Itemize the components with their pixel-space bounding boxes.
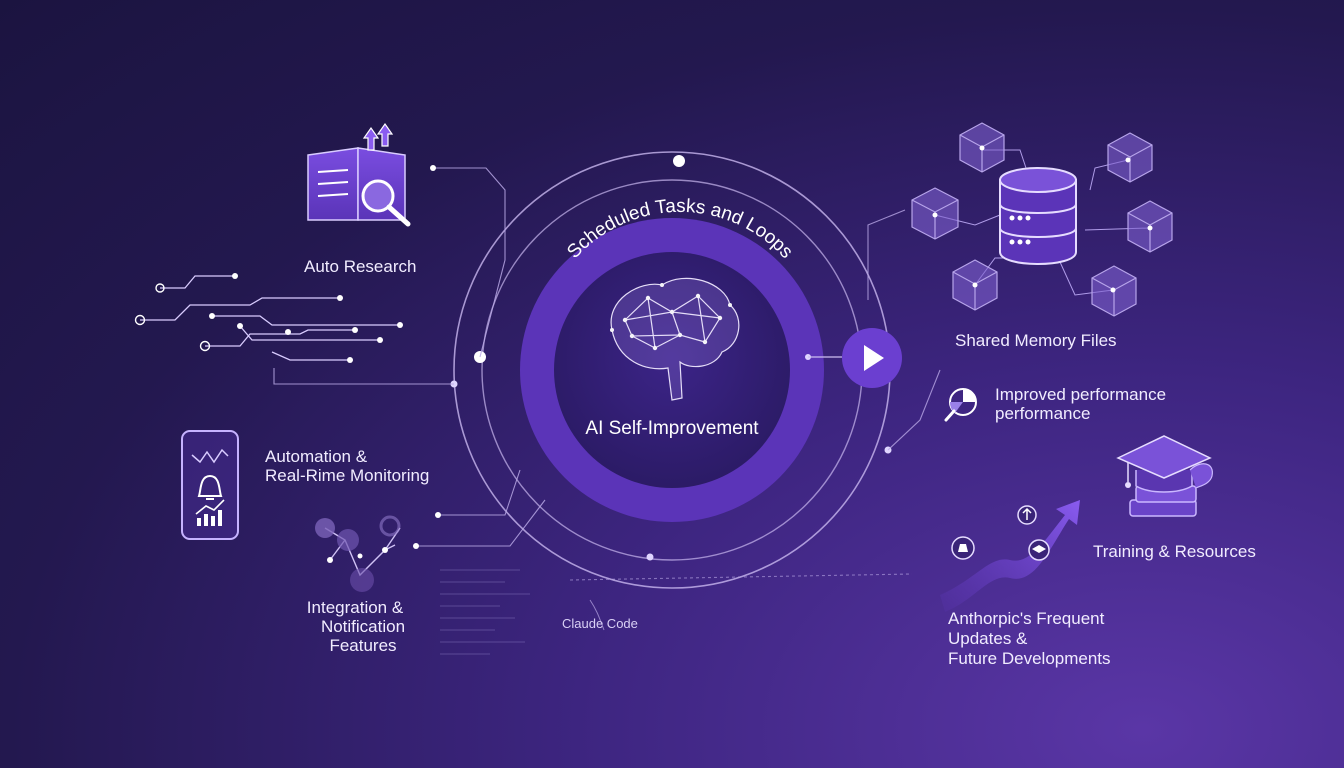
cube-dots — [932, 145, 1153, 293]
label-shared-memory: Shared Memory Files — [955, 331, 1117, 350]
label-automation-line2: Real-Rime Monitoring — [265, 466, 430, 485]
label-improved-line1: Improved performance — [995, 385, 1167, 404]
label-claude-code: Claude Code — [562, 616, 638, 631]
phone-monitor-icon — [181, 430, 239, 540]
database-icon — [999, 167, 1077, 265]
code-lines — [440, 569, 530, 655]
growth-arrow-icon — [940, 500, 1080, 612]
label-integration-line2: Notification — [320, 617, 406, 636]
network-nodes-icon — [315, 515, 401, 592]
graduation-cap-icon — [1116, 435, 1213, 517]
label-anthropic-line3: Future Developments — [948, 649, 1111, 668]
label-automation-line1: Automation & — [265, 447, 368, 466]
brain-icon — [610, 277, 740, 401]
play-icon — [864, 345, 884, 371]
play-button[interactable] — [808, 328, 902, 388]
label-integration-line1: Integration & — [306, 598, 404, 617]
circuit-lines-icon — [140, 275, 400, 361]
circuit-dots — [134, 273, 403, 363]
bell-icon — [197, 474, 223, 500]
connectors-right — [867, 209, 941, 451]
label-auto-research: Auto Research — [304, 257, 417, 276]
label-training: Training & Resources — [1093, 542, 1256, 561]
magnifier-chart-icon — [944, 388, 977, 422]
cube-icon — [1107, 132, 1153, 183]
label-integration-line3: Features — [329, 636, 397, 655]
label-anthropic-line2: Updates & — [948, 629, 1028, 648]
book-search-icon — [307, 122, 411, 227]
label-anthropic-line1: Anthorpic's Frequent — [948, 609, 1105, 628]
center-label: AI Self-Improvement — [585, 418, 759, 439]
connectors-left — [273, 167, 913, 581]
label-improved-line2: performance — [995, 404, 1091, 423]
